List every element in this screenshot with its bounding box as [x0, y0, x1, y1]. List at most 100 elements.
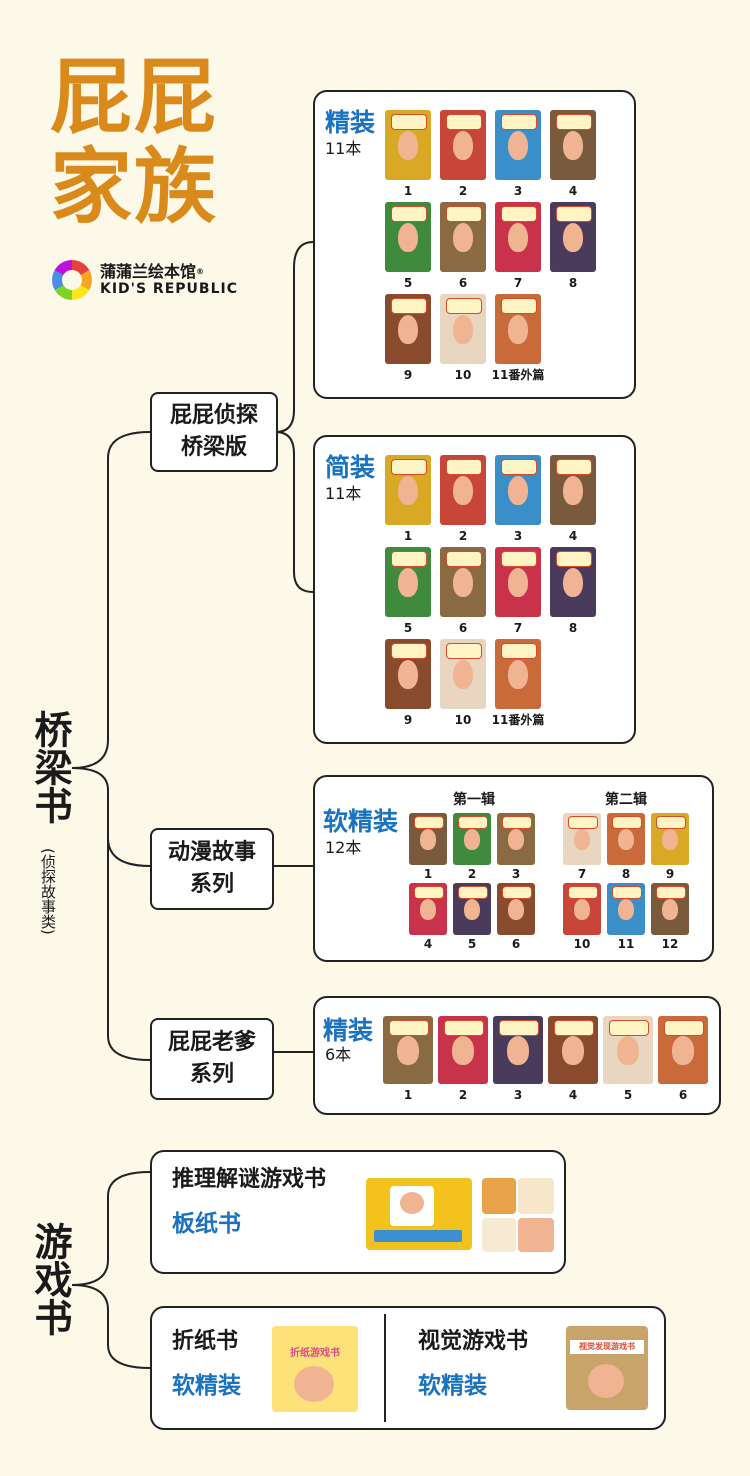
book-cover [385, 294, 431, 364]
book-number-label: 5 [467, 937, 477, 951]
book-number-label: 11番外篇 [491, 713, 545, 727]
origami-book-cover: 折纸游戏书 [272, 1326, 358, 1412]
logo-reg-mark: ® [196, 267, 205, 276]
logo-ring-icon [52, 260, 92, 300]
publisher-logo: 蒲蒲兰绘本馆® KID'S REPUBLIC [52, 260, 238, 300]
logo-en-text: KID'S REPUBLIC [100, 281, 238, 297]
node-line2: 系列 [189, 872, 234, 897]
page-title-line2: 家族 [50, 140, 219, 235]
book-number-label: 2 [458, 1088, 468, 1102]
connector-game-puzzle [71, 1171, 151, 1286]
panel-count: 11本 [325, 139, 362, 158]
book-number-label: 8 [568, 276, 578, 290]
book-cover [385, 455, 431, 525]
puzzle-card-image [482, 1178, 516, 1214]
book-cover [495, 202, 541, 272]
node-line1: 屁屁侦探 [169, 403, 258, 428]
anime-series-node[interactable]: 动漫故事 系列 [150, 828, 274, 910]
book-number-label: 8 [621, 867, 631, 881]
panel-count: 6本 [325, 1045, 352, 1064]
book-cover [497, 813, 535, 865]
book-number-label: 1 [403, 184, 413, 198]
book-cover [495, 294, 541, 364]
visual-subtitle: 软精装 [418, 1373, 487, 1399]
book-number-label: 3 [513, 184, 523, 198]
book-cover [495, 455, 541, 525]
book-number-label: 3 [513, 1088, 523, 1102]
book-cover [495, 110, 541, 180]
book-number-label: 6 [678, 1088, 688, 1102]
book-cover [493, 1016, 543, 1084]
book-number-label: 6 [458, 276, 468, 290]
book-number-label: 2 [467, 867, 477, 881]
logo-cn-text: 蒲蒲兰绘本馆 [100, 262, 197, 281]
game-label-text: 游戏书 [28, 1222, 72, 1336]
puzzle-title: 推理解谜游戏书 [172, 1167, 327, 1192]
book-cover [440, 294, 486, 364]
book-number-label: 2 [458, 529, 468, 543]
book-cover [603, 1016, 653, 1084]
book-cover [651, 883, 689, 935]
book-cover [548, 1016, 598, 1084]
book-number-label: 7 [513, 276, 523, 290]
puzzle-subtitle: 板纸书 [172, 1211, 241, 1237]
book-number-label: 10 [454, 368, 472, 382]
book-number-label: 9 [665, 867, 675, 881]
book-cover [385, 110, 431, 180]
vertical-divider [384, 1314, 386, 1422]
book-number-label: 1 [423, 867, 433, 881]
book-cover [563, 883, 601, 935]
book-cover [495, 639, 541, 709]
origami-title: 折纸书 [172, 1329, 239, 1354]
panel-title: 简装 [325, 453, 376, 482]
node-line2: 系列 [189, 1062, 234, 1087]
book-cover [607, 883, 645, 935]
book-cover [409, 813, 447, 865]
node-line1: 动漫故事 [167, 840, 256, 865]
origami-visual-panel: 折纸书 软精装 折纸游戏书 视觉游戏书 软精装 视觉发现游戏书 [150, 1306, 666, 1430]
puzzle-card-image [518, 1218, 554, 1252]
book-number-label: 2 [458, 184, 468, 198]
book-number-label: 12 [661, 937, 679, 951]
visual-cover-text: 视觉发现游戏书 [570, 1340, 644, 1354]
group-2-label: 第二辑 [605, 792, 647, 808]
book-number-label: 5 [403, 276, 413, 290]
book-cover [497, 883, 535, 935]
book-number-label: 1 [403, 1088, 413, 1102]
puzzle-game-panel: 推理解谜游戏书 板纸书 [150, 1150, 566, 1274]
book-cover [383, 1016, 433, 1084]
book-cover [550, 110, 596, 180]
book-cover [440, 202, 486, 272]
book-number-label: 7 [513, 621, 523, 635]
book-cover [550, 455, 596, 525]
book-cover [385, 547, 431, 617]
connector-game-origami [71, 1284, 151, 1369]
visual-book-cover: 视觉发现游戏书 [566, 1326, 648, 1410]
book-cover [409, 883, 447, 935]
panel-title: 精装 [323, 1016, 374, 1045]
puzzle-card-image [518, 1178, 554, 1214]
bridge-sublabel: (侦探故事类) [39, 848, 57, 935]
book-cover [440, 639, 486, 709]
book-number-label: 8 [568, 621, 578, 635]
book-cover [440, 455, 486, 525]
book-cover [438, 1016, 488, 1084]
connector-detective-hard [275, 241, 314, 433]
detective-bridge-node[interactable]: 屁屁侦探 桥梁版 [150, 392, 278, 472]
puzzle-card-image [482, 1218, 516, 1252]
connector-bridge-anime [107, 790, 151, 867]
book-number-label: 3 [513, 529, 523, 543]
connector-bridge-dad [71, 767, 151, 1061]
origami-cover-text: 折纸游戏书 [290, 1348, 340, 1359]
connector-detective-paper [275, 431, 314, 593]
panel-title: 软精装 [323, 807, 399, 836]
dad-series-node[interactable]: 屁屁老爹 系列 [150, 1018, 274, 1100]
group-1-label: 第一辑 [453, 792, 495, 808]
book-cover [563, 813, 601, 865]
book-cover [658, 1016, 708, 1084]
